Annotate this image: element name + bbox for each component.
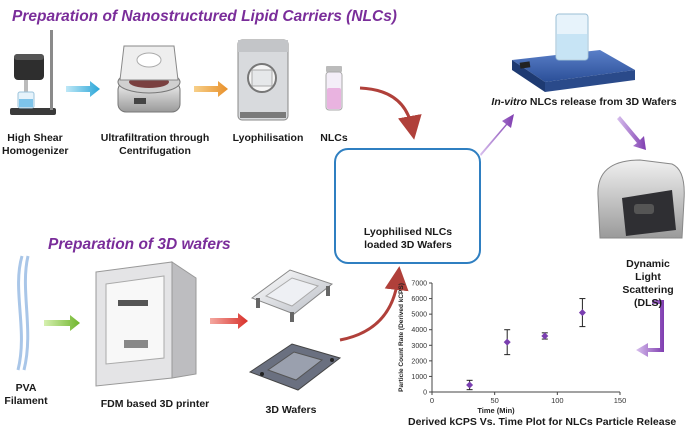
- homogenizer-label: High Shear Homogenizer: [2, 132, 69, 157]
- chart-data-point: [466, 381, 474, 389]
- chart-y-tick-label: 0: [423, 390, 427, 397]
- magnetic-stirrer-icon: [512, 13, 635, 92]
- arrow-centrifuge-to-lyophilizer: [194, 81, 228, 97]
- arrow-filament-to-printer: [44, 315, 80, 331]
- release-label-rest: NLCs release from 3D Wafers: [527, 96, 677, 108]
- nlcs-label: NLCs: [320, 132, 348, 144]
- chart-y-tick-label: 6000: [411, 296, 427, 303]
- lyophilisation-label: Lyophilisation: [232, 132, 304, 144]
- wafer-preparation-heading: Preparation of 3D wafers: [48, 236, 231, 253]
- dls-instrument-icon: [597, 159, 685, 239]
- chart-y-axis-label: Particle Count Rate (Derived kCPS): [398, 283, 405, 392]
- lyophilizer-icon: [237, 39, 289, 121]
- dls-label: Dynamic Light Scattering (DLS): [622, 258, 674, 309]
- pva-filament-icon: [16, 255, 30, 371]
- arrow-center-to-stirrer: [480, 114, 514, 156]
- chart-y-tick-label: 4000: [411, 327, 427, 334]
- chart-y-tick-label: 7000: [411, 281, 427, 288]
- chart-x-tick-label: 0: [430, 396, 434, 405]
- chart-x-tick-label: 50: [490, 396, 498, 405]
- center-box-label: Lyophilised NLCs loaded 3D Wafers: [363, 226, 453, 251]
- centrifuge-icon: [117, 45, 181, 113]
- release-label: In-vitro NLCs release from 3D Wafers: [486, 96, 682, 109]
- chart-y-tick-label: 1000: [411, 374, 427, 381]
- chart-y-tick-label: 3000: [411, 343, 427, 350]
- nlc-preparation-heading: Preparation of Nanostructured Lipid Carr…: [12, 8, 397, 25]
- center-product-box: [334, 148, 481, 264]
- chart-y-tick-label: 2000: [411, 358, 427, 365]
- curved-arrow-nlc-to-center: [359, 86, 422, 140]
- homogenizer-icon: [10, 30, 56, 115]
- chart-x-axis-label: Time (Min): [477, 406, 515, 415]
- arrow-printer-to-wafers: [210, 313, 248, 329]
- chart-data-point: [541, 332, 549, 340]
- pva-label: PVA Filament: [4, 382, 48, 407]
- printer-label: FDM based 3D printer: [100, 398, 210, 410]
- chart-x-tick-label: 100: [551, 396, 564, 405]
- arrow-dls-to-chart: [636, 300, 664, 357]
- curved-arrow-wafers-to-center: [339, 266, 409, 342]
- nlc-vial-icon: [325, 66, 343, 111]
- chart-data-point: [503, 338, 511, 346]
- chart-y-tick-label: 5000: [411, 312, 427, 319]
- wafer-bottom-icon: [248, 343, 342, 391]
- chart-x-tick-label: 150: [614, 396, 627, 405]
- arrow-stirrer-to-dls: [617, 116, 646, 150]
- ultrafiltration-label: Ultrafiltration through Centrifugation: [100, 132, 210, 157]
- wafers-label: 3D Wafers: [265, 404, 317, 416]
- chart-data-point: [578, 309, 586, 317]
- chart-title: Derived kCPS Vs. Time Plot for NLCs Part…: [408, 416, 677, 428]
- arrow-homogenizer-to-centrifuge: [66, 81, 100, 97]
- wafer-top-icon: [250, 269, 334, 322]
- 3d-printer-icon: [95, 261, 197, 387]
- release-label-prefix: In-vitro: [491, 96, 527, 108]
